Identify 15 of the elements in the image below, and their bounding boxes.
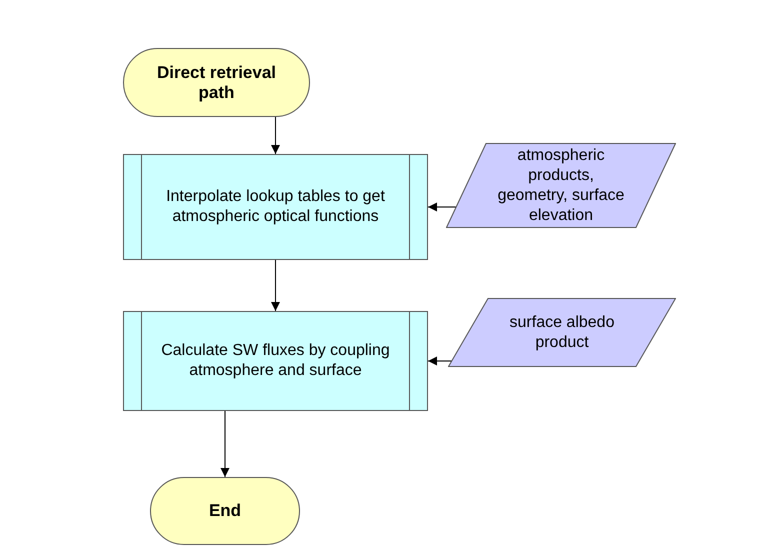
- node-text: End: [208, 501, 242, 521]
- predefined-process-box: [123, 311, 428, 411]
- node-text: atmospheric products, geometry, surface elevation: [496, 146, 626, 226]
- node-text: Interpolate lookup tables to get atmospheric optical functions: [165, 187, 386, 227]
- arrow: [428, 202, 456, 212]
- arrow: [220, 410, 230, 478]
- node-text: Direct retrieval path: [156, 62, 278, 102]
- input-parallelogram: [448, 298, 676, 367]
- arrow: [428, 356, 452, 366]
- node-text: Calculate SW fluxes by coupling atmosphere and surface: [160, 341, 391, 381]
- input-parallelogram: [446, 143, 676, 228]
- node-text: surface albedo product: [508, 312, 616, 352]
- arrow: [271, 260, 280, 312]
- predefined-process-box: [123, 154, 428, 260]
- arrow: [271, 116, 280, 154]
